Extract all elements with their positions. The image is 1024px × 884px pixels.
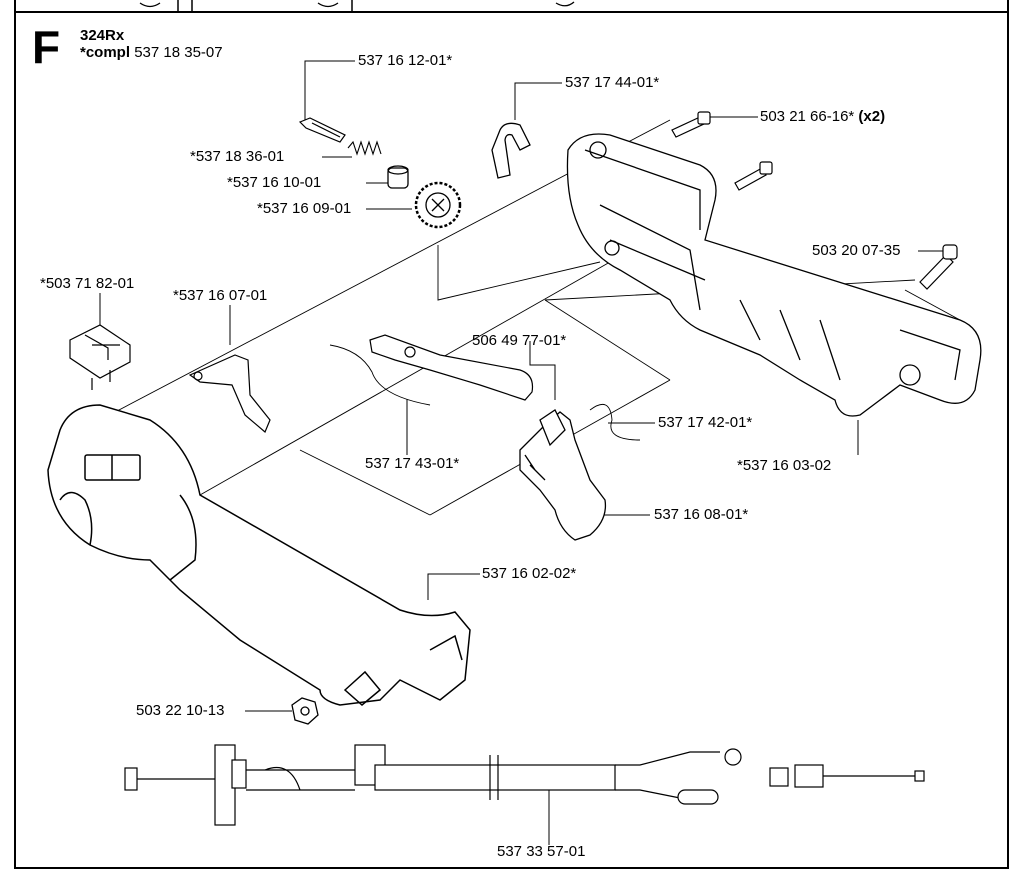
label-throttle-trigger: 537 16 08-01* — [654, 506, 749, 523]
screw-part — [298, 117, 346, 143]
handle-half-left-part — [47, 404, 471, 706]
model-name: 324Rx — [80, 27, 125, 44]
clip-part — [491, 122, 531, 179]
switch-part — [69, 324, 131, 390]
handle-half-right-part — [566, 133, 982, 417]
label-lever-kit: 506 49 77-01* — [472, 332, 567, 349]
label-spring-left: 537 17 43-01* — [365, 455, 460, 472]
leader-lines — [99, 60, 944, 845]
compl-prefix: *compl — [80, 44, 131, 61]
bushing-part — [387, 165, 409, 189]
throttle-trigger-part — [519, 409, 607, 541]
label-handle-half-right: *537 16 03-02 — [737, 457, 832, 474]
label-screw-x2-number: 503 21 66-16* — [760, 108, 855, 125]
throttle-lock-part — [188, 354, 271, 433]
screw-x2-part — [671, 111, 773, 191]
compl-part-number: *compl 537 18 35-07 — [80, 44, 223, 61]
spring-part — [347, 140, 382, 156]
throttle-cable-part — [124, 744, 925, 826]
label-gear-wheel: *537 16 09-01 — [257, 200, 352, 217]
compl-number: 537 18 35-07 — [134, 44, 223, 61]
label-spring-right: 537 17 42-01* — [658, 414, 753, 431]
label-bushing: *537 16 10-01 — [227, 174, 322, 191]
label-throttle-cable: 537 33 57-01 — [497, 843, 586, 860]
label-screw-x2-qty: (x2) — [858, 108, 886, 125]
label-spring: *537 18 36-01 — [190, 148, 285, 165]
label-nut: 503 22 10-13 — [136, 702, 225, 719]
label-screw-x2: 503 21 66-16* (x2) — [760, 109, 885, 125]
nut-part — [291, 697, 319, 725]
label-clip: 537 17 44-01* — [565, 74, 660, 91]
section-letter: F — [32, 21, 61, 73]
lever-arm-part — [369, 334, 534, 401]
label-handle-half-left: 537 16 02-02* — [482, 565, 577, 582]
label-screw-right: 503 20 07-35 — [812, 242, 901, 259]
gear-wheel-part — [414, 181, 462, 229]
label-switch: *503 71 82-01 — [40, 275, 135, 292]
label-screw-top: 537 16 12-01* — [358, 52, 453, 69]
screw-right-part — [919, 244, 958, 290]
label-throttle-lock: *537 16 07-01 — [173, 287, 268, 304]
